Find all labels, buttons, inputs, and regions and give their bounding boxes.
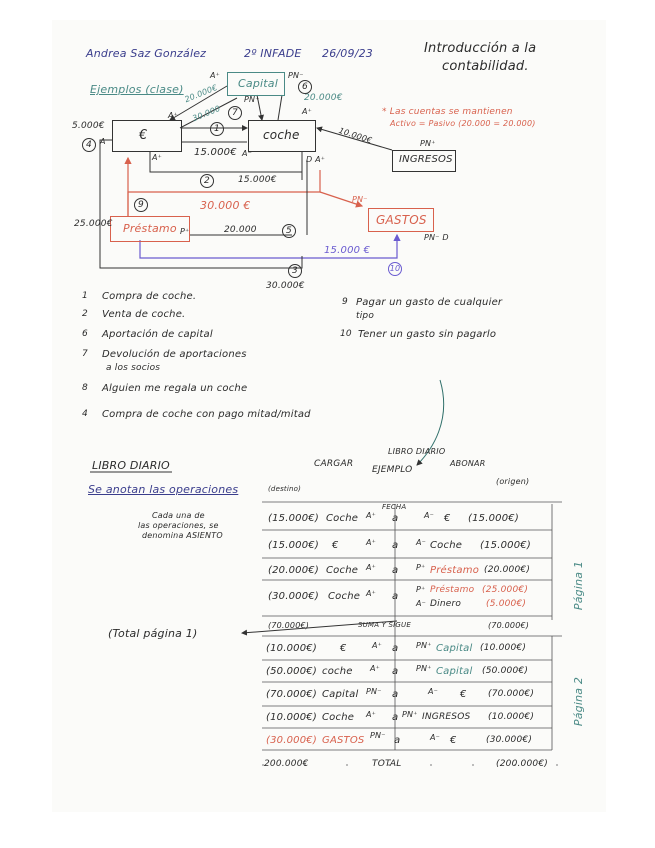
sign-pn-plus-ingresos: PN⁺ <box>420 139 436 148</box>
sign-pn-minus-capital: PN⁻ <box>288 71 304 80</box>
journal-abonar: ABONAR <box>450 459 486 468</box>
course-label: 2º INFADE <box>244 47 302 60</box>
sign-a-minus-euro: A⁻ <box>100 137 111 146</box>
author-name: Andrea Saz González <box>86 47 207 60</box>
sign-a-plus-coche: A⁺ <box>302 107 313 116</box>
amount-prestamo-20: 20.000 <box>224 225 257 235</box>
circle-1: 1 <box>210 122 224 136</box>
legend-text-1: Compra de coche. <box>102 291 197 302</box>
sign-pn-minus-gastos: PN⁻ <box>352 195 368 204</box>
circle-7: 7 <box>228 106 242 120</box>
journal-fecha: FECHA <box>382 503 407 511</box>
legend-text-7b: a los socios <box>106 363 161 373</box>
amount-left-prestamo: 25.000€ <box>74 219 113 229</box>
node-prestamo: Préstamo <box>110 216 190 242</box>
page-title-line1: Introducción a la <box>424 41 537 56</box>
legend-num-2: 2 <box>82 309 88 319</box>
sign-a-plus-capital: A⁺ <box>210 71 221 80</box>
node-gastos: GASTOS <box>368 208 434 232</box>
amount-coche-15b: 15.000€ <box>238 175 277 185</box>
legend-text-8: Alguien me regala un coche <box>102 383 248 394</box>
date-label: 26/09/23 <box>322 47 374 60</box>
journal-example-label2: EJEMPLO <box>372 465 413 475</box>
asiento-note-1: Cada una de <box>152 511 205 520</box>
sign-a-plus-euro: A⁺ <box>168 111 179 120</box>
legend-text-7: Devolución de aportaciones <box>102 349 247 360</box>
diagram-heading: Ejemplos (clase) <box>90 83 184 96</box>
diagram-lines <box>90 85 562 766</box>
page-title-line2: contabilidad. <box>442 59 529 74</box>
node-capital: Capital <box>227 72 285 96</box>
legend-num-8: 8 <box>82 383 88 393</box>
page1-label: Página 1 <box>572 560 586 611</box>
journal-subtitle: Se anotan las operaciones <box>88 483 239 496</box>
node-euro: € <box>112 120 182 152</box>
amount-coche-15a: 15.000€ <box>194 147 237 158</box>
legend-num-7: 7 <box>82 349 88 359</box>
sign-a-minus-coche: A⁻ <box>242 149 253 158</box>
circle-6: 6 <box>298 80 312 94</box>
note-line1: * Las cuentas se mantienen <box>382 107 513 117</box>
circle-5: 5 <box>282 224 296 238</box>
asiento-note-2: las operaciones, se <box>138 521 219 530</box>
amount-bottom-30: 30.000€ <box>266 281 305 291</box>
circle-2: 2 <box>200 174 214 188</box>
legend-num-6: 6 <box>82 329 88 339</box>
amount-left-euro: 5.000€ <box>72 121 105 131</box>
amount-gastos-15: 15.000 € <box>324 245 371 256</box>
legend-text-10: Tener un gasto sin pagarlo <box>358 329 497 340</box>
sign-p-plus-prestamo: P⁺ <box>180 227 190 236</box>
sign-d-a-plus: D A⁺ <box>306 155 326 164</box>
asiento-note-3: denomina ASIENTO <box>142 531 223 540</box>
amount-capital-right: 20.000€ <box>304 93 343 103</box>
journal-origen: (origen) <box>496 477 530 486</box>
node-coche: coche <box>248 120 316 152</box>
circle-10: 10 <box>388 262 402 276</box>
legend-text-2: Venta de coche. <box>102 309 186 320</box>
legend-text-6: Aportación de capital <box>102 329 213 340</box>
legend-num-1: 1 <box>82 291 88 301</box>
legend-text-4: Compra de coche con pago mitad/mitad <box>102 409 311 420</box>
journal-cargar: CARGAR <box>314 459 354 469</box>
journal-heading: LIBRO DIARIO <box>92 459 170 472</box>
legend-num-4: 4 <box>82 409 88 419</box>
circle-3: 3 <box>288 264 302 278</box>
total-page1-label: (Total página 1) <box>108 627 198 640</box>
journal-destino: (destino) <box>268 485 302 493</box>
node-ingresos: INGRESOS <box>392 150 456 172</box>
legend-text-9b: tipo <box>356 311 375 321</box>
circle-9: 9 <box>134 198 148 212</box>
legend-text-9: Pagar un gasto de cualquier <box>356 297 503 308</box>
sign-pn-plus-capital: PN⁺ <box>244 95 260 104</box>
legend-num-9: 9 <box>342 297 348 307</box>
amount-prestamo-30: 30.000 € <box>200 199 251 212</box>
sign-a-plus-euro-bottom: A⁺ <box>152 153 163 162</box>
journal-example-label: LIBRO DIARIO <box>388 447 446 456</box>
legend-num-10: 10 <box>340 329 352 339</box>
circle-4: 4 <box>82 138 96 152</box>
note-line2: Activo = Pasivo (20.000 = 20.000) <box>390 119 536 128</box>
notebook-page: Andrea Saz González 2º INFADE 26/09/23 I… <box>52 20 606 812</box>
page2-label: Página 2 <box>572 676 586 727</box>
sign-pn-d-gastos: PN⁻ D <box>424 233 449 242</box>
